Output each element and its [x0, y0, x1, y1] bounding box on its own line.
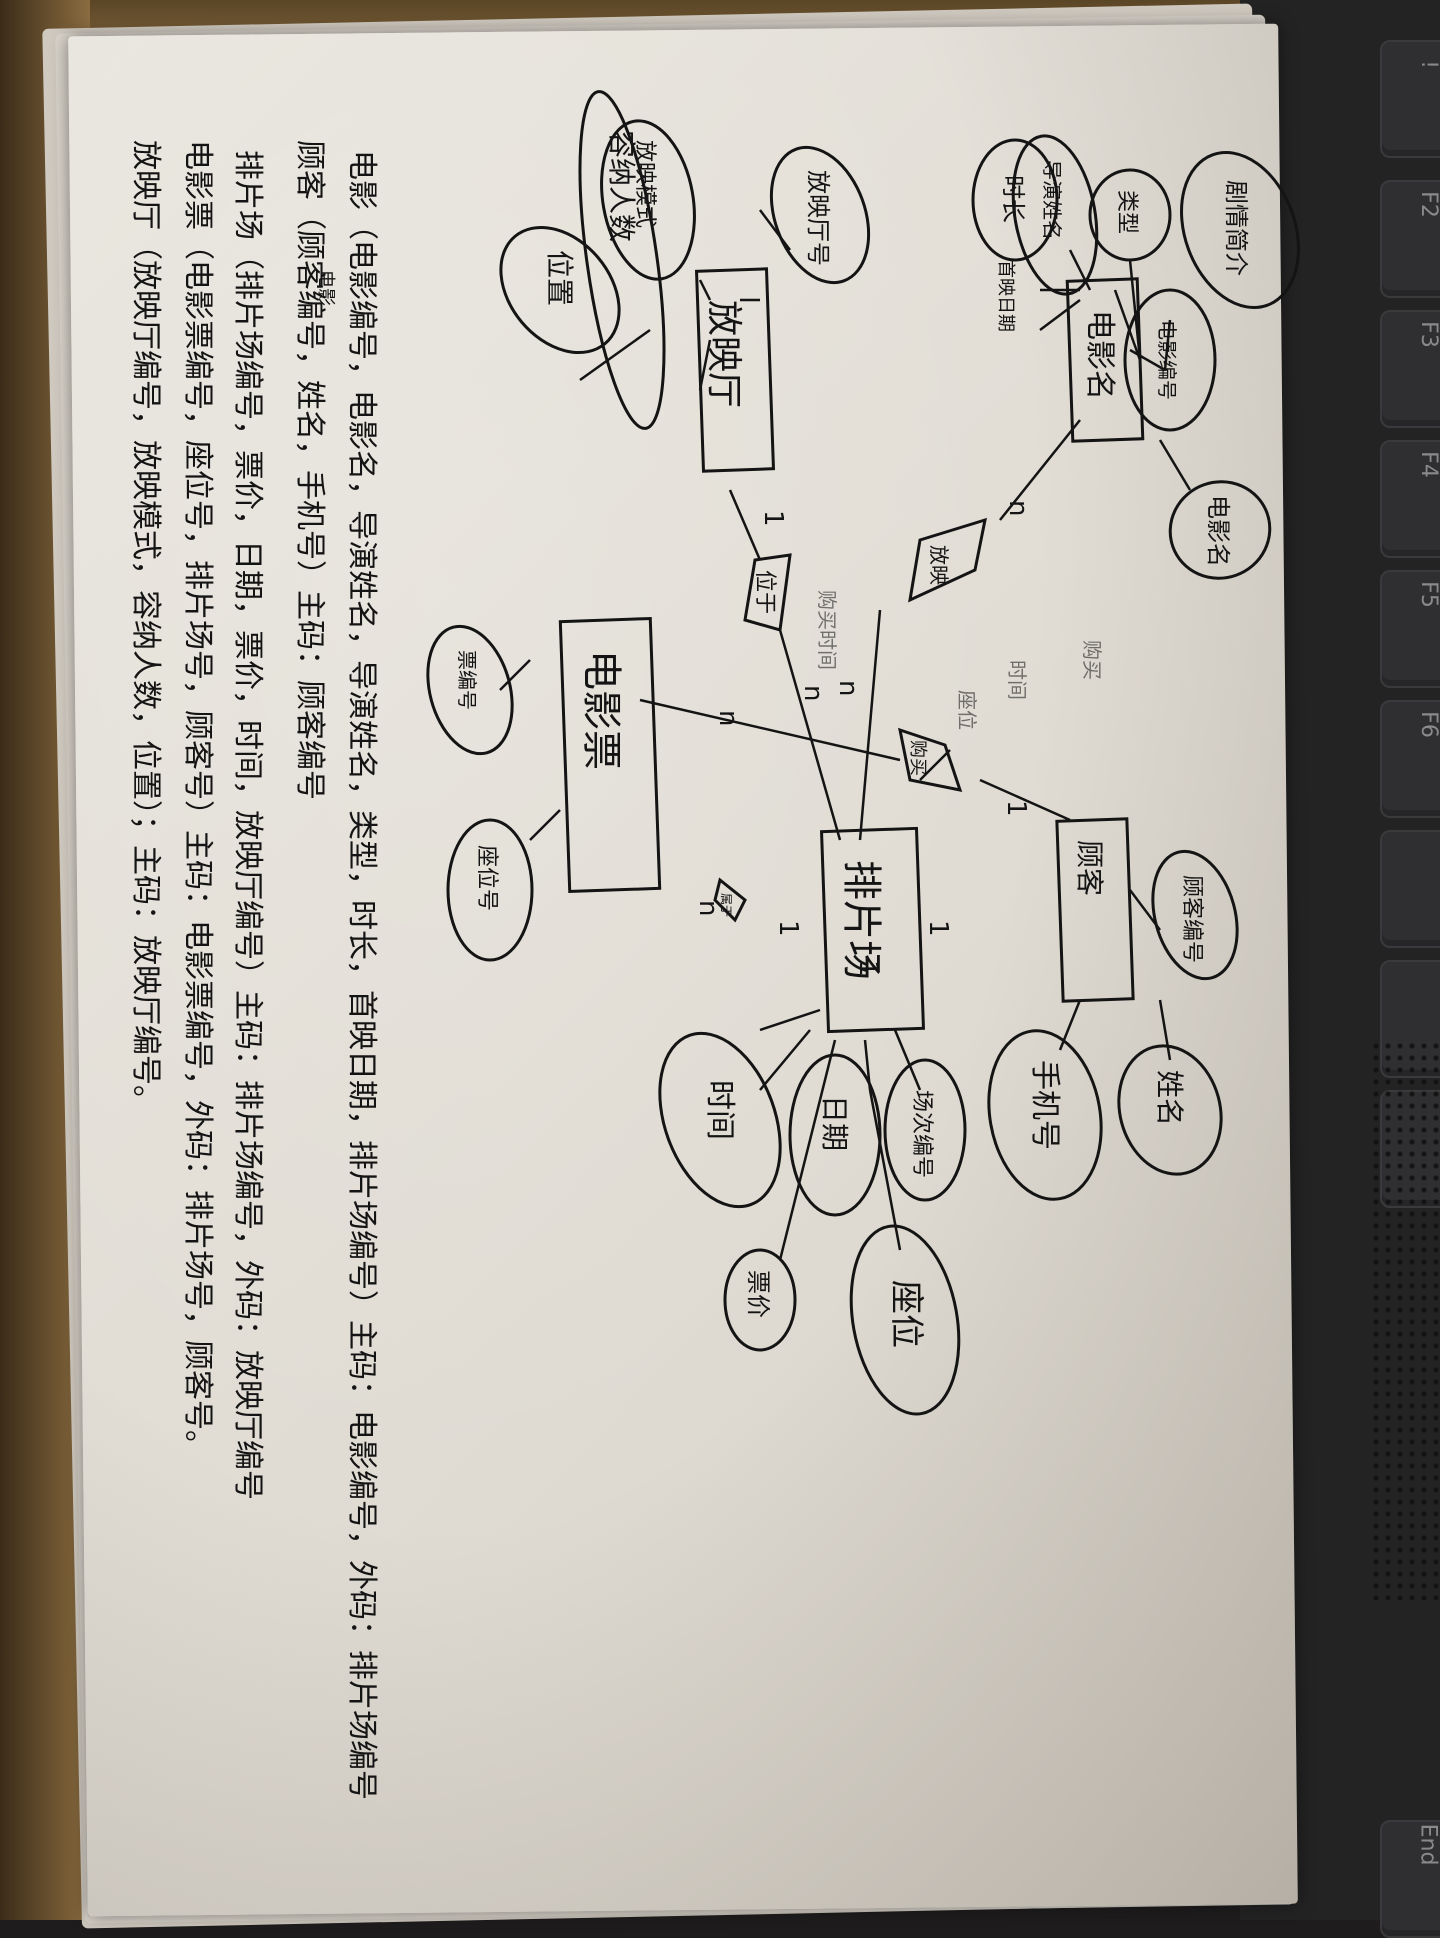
svg-text:时间: 时间	[1005, 660, 1029, 700]
svg-text:n: n	[693, 900, 723, 916]
svg-text:属于: 属于	[719, 893, 733, 917]
entity-schedule: 排片场	[819, 826, 926, 1034]
attribute-customer-name: 姓名	[1117, 1044, 1223, 1176]
attribute-movie-name: 电影名	[1168, 480, 1272, 580]
key-f5: F5	[1380, 570, 1440, 688]
attribute-ticket-no: 票编号	[426, 624, 514, 756]
svg-text:放映厅号: 放映厅号	[804, 170, 832, 266]
svg-text:电影: 电影	[315, 270, 336, 306]
svg-text:容纳人数: 容纳人数	[605, 130, 638, 242]
svg-text:手机号: 手机号	[1027, 1060, 1062, 1150]
svg-text:放映厅（放映厅编号，放映模式，容纳人数，位置）；主码：放映厅: 放映厅（放映厅编号，放映模式，容纳人数，位置）；主码：放映厅编号。	[128, 140, 163, 1115]
svg-text:n: n	[833, 680, 863, 696]
svg-text:首映日期: 首映日期	[995, 260, 1016, 332]
svg-text:放映: 放映	[927, 545, 951, 585]
relationship-located: 位于	[743, 553, 792, 632]
key-end: End	[1380, 1820, 1440, 1938]
attribute-customer-no: 顾客编号	[1151, 849, 1239, 981]
faint-pencil-marks: 购买 时间 座位 购买时间	[815, 590, 1104, 730]
attribute-capacity: 容纳人数	[578, 90, 666, 430]
svg-text:1: 1	[923, 920, 953, 937]
svg-text:1: 1	[1001, 800, 1031, 817]
svg-text:座位: 座位	[886, 1280, 926, 1348]
svg-text:位于: 位于	[752, 570, 777, 614]
relationship-belong: 属于	[713, 877, 747, 923]
relationship-buy-ticket: 购买	[898, 727, 963, 792]
svg-text:电影（电影编号，电影名，导演姓名，导演姓名，类型，时长，首映: 电影（电影编号，电影名，导演姓名，导演姓名，类型，时长，首映日期，排片场编号）主…	[344, 150, 379, 1800]
svg-text:排片场（排片场编号，票价，日期，票价，时间，放映厅编号）主码: 排片场（排片场编号，票价，日期，票价，时间，放映厅编号）主码：排片场编号，外码：…	[230, 150, 265, 1500]
attribute-seat-no: 座位号	[446, 818, 534, 962]
attribute-movie-no: 电影编号	[1123, 288, 1217, 432]
entity-movie: 电影名	[1065, 277, 1145, 443]
attribute-phone: 手机号	[987, 1029, 1103, 1201]
svg-text:1: 1	[758, 510, 788, 527]
attribute-release-date: 首映日期	[995, 260, 1016, 332]
svg-text:1: 1	[853, 960, 883, 977]
svg-text:购买: 购买	[1080, 640, 1104, 680]
attribute-type: 类型	[1088, 168, 1172, 262]
key-f7	[1380, 830, 1440, 948]
svg-text:场次编号: 场次编号	[909, 1090, 934, 1178]
svg-text:顾客: 顾客	[1073, 840, 1106, 896]
svg-text:顾客编号: 顾客编号	[1179, 875, 1204, 963]
attribute-duration: 时长	[971, 138, 1059, 262]
key-f3: F3	[1380, 310, 1440, 428]
svg-text:电影名: 电影名	[1204, 495, 1232, 567]
key-f6: F6	[1380, 700, 1440, 818]
svg-text:n: n	[713, 710, 743, 726]
svg-text:座位号: 座位号	[474, 845, 499, 911]
svg-text:票价: 票价	[744, 1270, 772, 1318]
speaker-grille	[1370, 1040, 1440, 1600]
key-escape: !	[1380, 40, 1440, 158]
svg-text:购买时间: 购买时间	[815, 590, 839, 670]
attribute-summary: 剧情简介	[1180, 151, 1300, 309]
svg-text:排片场: 排片场	[838, 860, 884, 980]
svg-text:位置: 位置	[543, 250, 576, 306]
relationship-screen: 放映	[908, 517, 987, 603]
svg-text:日期: 日期	[818, 1095, 851, 1151]
svg-text:电影编号: 电影编号	[1155, 320, 1179, 400]
entity-customer: 顾客	[1055, 817, 1135, 1003]
attribute-schedule-seat: 座位	[849, 1224, 961, 1416]
attribute-schedule-date: 日期	[788, 1053, 882, 1217]
attribute-hall-no: 放映厅号	[769, 145, 871, 285]
connector-lines	[499, 209, 1192, 1261]
svg-text:票编号: 票编号	[455, 650, 479, 710]
relations-text: 电影（电影编号，电影名，导演姓名，导演姓名，类型，时长，首映日期，排片场编号）主…	[128, 140, 379, 1800]
svg-text:时间: 时间	[702, 1080, 737, 1140]
key-f4: F4	[1380, 440, 1440, 558]
attribute-location: 位置	[499, 225, 621, 355]
attribute-schedule-no: 场次编号	[883, 1058, 967, 1202]
attribute-schedule-time: 时间	[658, 1031, 782, 1209]
key-f2: F2	[1380, 180, 1440, 298]
cardinality-labels: n 1 n 1 n 1 n 1 n 1	[693, 500, 1033, 977]
attribute-schedule-price: 票价	[723, 1248, 797, 1352]
svg-text:姓名: 姓名	[1153, 1070, 1186, 1126]
svg-text:电影票: 电影票	[578, 650, 624, 770]
svg-text:剧情简介: 剧情简介	[1222, 180, 1250, 276]
svg-text:顾客（顾客编号，姓名，手机号）主码：顾客编号: 顾客（顾客编号，姓名，手机号）主码：顾客编号	[292, 140, 327, 800]
svg-text:1: 1	[773, 920, 803, 937]
svg-text:购买: 购买	[907, 740, 928, 776]
svg-text:n: n	[1003, 500, 1033, 516]
svg-text:n: n	[798, 685, 828, 701]
svg-text:时长: 时长	[999, 175, 1027, 223]
svg-text:放映厅: 放映厅	[703, 300, 744, 408]
svg-text:电影名: 电影名	[1082, 310, 1117, 400]
entity-hall: 放映厅	[694, 267, 776, 473]
svg-text:类型: 类型	[1114, 190, 1139, 234]
entity-ticket: 电影票	[558, 616, 662, 894]
svg-text:座位: 座位	[955, 690, 979, 730]
svg-text:电影票（电影票编号，座位号，排片场号，顾客号）主码：电影票编: 电影票（电影票编号，座位号，排片场号，顾客号）主码：电影票编号，外码：排片场号，…	[180, 140, 215, 1460]
